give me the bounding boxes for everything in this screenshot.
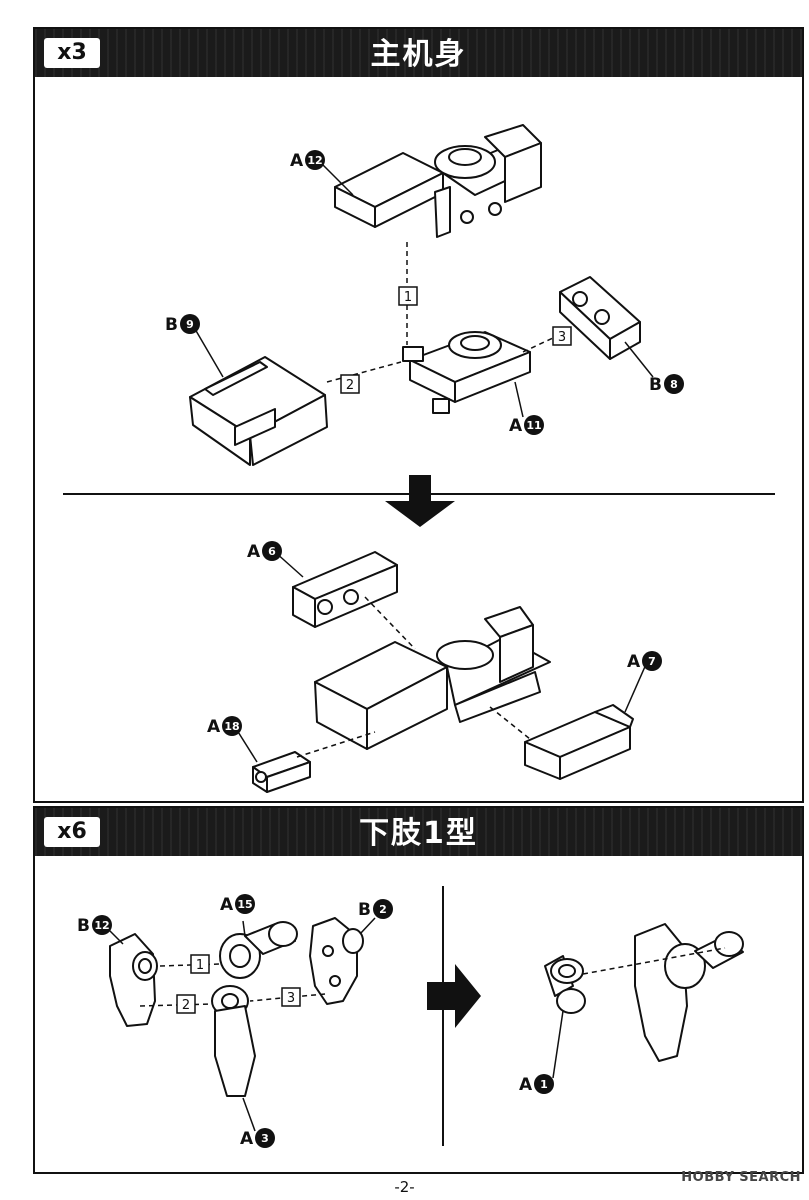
part-assembled-body-shape (314, 606, 551, 750)
part-a6-shape (292, 551, 398, 628)
right-arrow-icon (427, 964, 481, 1028)
section-header: x6 下肢1型 (35, 808, 802, 856)
section-main-body: x3 主机身 (33, 27, 804, 803)
svg-text:A: A (240, 1129, 254, 1149)
section-title: 下肢1型 (359, 816, 478, 851)
svg-text:B: B (649, 375, 662, 395)
label-b12: B 12 (77, 915, 112, 936)
part-b9-shape (189, 356, 328, 466)
down-arrow-icon (385, 475, 455, 527)
svg-text:A: A (627, 652, 641, 672)
label-b9: B 9 (165, 314, 200, 335)
part-assembled-limb-shape (634, 923, 744, 1062)
label-a6: A 6 (247, 541, 282, 562)
step-box-2: 2 (340, 374, 360, 394)
part-a15-shape (219, 921, 298, 979)
svg-text:15: 15 (237, 898, 252, 911)
svg-text:A: A (519, 1075, 533, 1095)
step-box-3: 3 (281, 987, 301, 1007)
step-box-3: 3 (552, 326, 572, 346)
svg-text:9: 9 (186, 318, 194, 331)
svg-text:3: 3 (558, 330, 566, 345)
svg-text:3: 3 (261, 1132, 269, 1145)
label-a1: A 1 (519, 1074, 554, 1095)
section-header: x3 主机身 (35, 29, 802, 77)
svg-text:A: A (220, 895, 234, 915)
svg-text:1: 1 (196, 958, 204, 973)
svg-text:B: B (77, 916, 90, 936)
part-b2-shape (309, 917, 364, 1005)
svg-text:2: 2 (182, 998, 190, 1013)
label-a3: A 3 (240, 1128, 275, 1149)
svg-text:7: 7 (648, 655, 656, 668)
svg-text:2: 2 (346, 378, 354, 393)
step-box-1: 1 (398, 286, 418, 306)
svg-text:A: A (290, 151, 304, 171)
part-a3-shape (211, 985, 256, 1097)
svg-text:18: 18 (224, 720, 239, 733)
svg-text:3: 3 (287, 991, 295, 1006)
label-a12: A 12 (290, 150, 325, 171)
part-b8-shape (559, 276, 641, 360)
assembly-diagram-main-body: 1 2 3 A 12 B 9 (63, 124, 775, 793)
svg-text:1: 1 (540, 1078, 548, 1091)
part-a1-shape (544, 955, 586, 1014)
part-b12-shape (109, 933, 158, 1027)
assembly-diagram-lower-limb: 1 2 3 B 12 A 15 (77, 886, 744, 1149)
svg-text:B: B (358, 900, 371, 920)
label-a7: A 7 (627, 651, 662, 672)
label-b8: B 8 (649, 374, 684, 395)
label-a11: A 11 (509, 415, 544, 436)
svg-text:A: A (207, 717, 221, 737)
svg-text:A: A (509, 416, 523, 436)
label-a15: A 15 (220, 894, 255, 915)
label-b2: B 2 (358, 899, 393, 920)
page-number: -2- (394, 1178, 415, 1196)
part-a7-shape (524, 704, 634, 780)
svg-text:11: 11 (526, 419, 541, 432)
svg-text:12: 12 (307, 154, 322, 167)
section-lower-limb: x6 下肢1型 (33, 806, 804, 1174)
step-box-2: 2 (176, 994, 196, 1014)
svg-text:8: 8 (670, 378, 678, 391)
part-a18-shape (252, 751, 311, 793)
part-a12-shape (334, 124, 542, 238)
quantity-badge: x6 (44, 817, 100, 847)
watermark: HOBBY SEARCH (681, 1170, 801, 1185)
svg-text:B: B (165, 315, 178, 335)
svg-text:12: 12 (94, 919, 109, 932)
label-a18: A 18 (207, 716, 242, 737)
step-box-1: 1 (190, 954, 210, 974)
svg-text:6: 6 (268, 545, 276, 558)
svg-text:1: 1 (404, 290, 412, 305)
svg-text:A: A (247, 542, 261, 562)
svg-text:2: 2 (379, 903, 387, 916)
part-a11-shape (402, 331, 531, 414)
quantity-badge: x3 (44, 38, 100, 68)
section-title: 主机身 (370, 37, 467, 72)
